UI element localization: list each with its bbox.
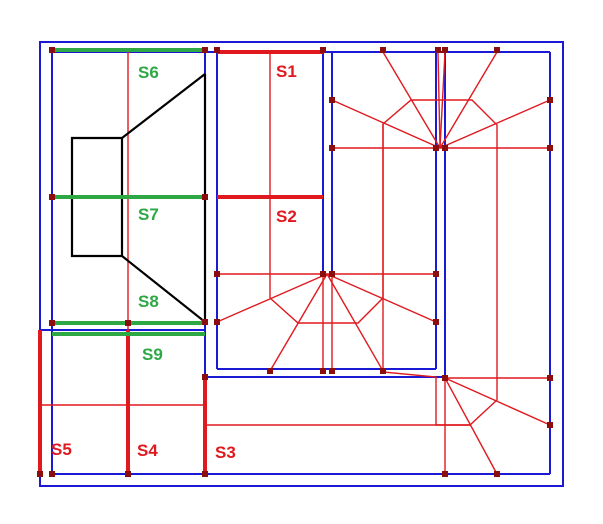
label-s6: S6 xyxy=(138,63,159,82)
node xyxy=(320,368,326,374)
member-labels: S1 S2 S3 S4 S5 S6 S7 S8 S9 xyxy=(51,62,297,462)
node xyxy=(433,319,439,325)
node xyxy=(442,375,448,381)
label-s2: S2 xyxy=(276,207,297,226)
node xyxy=(202,47,208,53)
node xyxy=(125,320,131,326)
node xyxy=(442,47,448,53)
node xyxy=(547,375,553,381)
node xyxy=(329,368,335,374)
radial-a6 xyxy=(331,99,441,149)
radial-c1 xyxy=(444,377,498,475)
node xyxy=(494,471,500,477)
label-s5: S5 xyxy=(51,440,72,459)
label-s8: S8 xyxy=(138,292,159,311)
frame-lines xyxy=(39,41,564,487)
node xyxy=(267,368,273,374)
node xyxy=(433,271,439,277)
radial-b2 xyxy=(269,273,328,372)
red-highlights xyxy=(38,50,323,474)
red-members xyxy=(40,51,551,475)
label-s4: S4 xyxy=(137,441,158,460)
outer-boundary xyxy=(39,41,564,487)
radial-a3 xyxy=(439,51,446,149)
octagon-lower-curve xyxy=(269,124,384,324)
node xyxy=(49,320,55,326)
node xyxy=(125,471,131,477)
node xyxy=(320,47,326,53)
radial-a4 xyxy=(439,51,498,149)
green-highlights xyxy=(52,48,205,336)
node xyxy=(442,145,448,151)
node xyxy=(214,47,220,53)
node xyxy=(49,194,55,200)
node xyxy=(329,97,335,103)
node xyxy=(49,47,55,53)
node xyxy=(49,471,55,477)
node xyxy=(494,47,500,53)
node xyxy=(202,471,208,477)
radial-a2 xyxy=(437,51,441,149)
label-s1: S1 xyxy=(276,62,297,81)
node xyxy=(442,471,448,477)
node xyxy=(320,271,326,277)
label-s9: S9 xyxy=(142,345,163,364)
node xyxy=(214,271,220,277)
node xyxy=(547,145,553,151)
radial-a5 xyxy=(439,99,551,149)
node xyxy=(329,271,335,277)
node xyxy=(329,145,335,151)
node xyxy=(214,319,220,325)
node xyxy=(202,374,208,380)
label-s7: S7 xyxy=(138,205,159,224)
radial-b4 xyxy=(326,273,437,323)
radial-a1 xyxy=(382,51,441,149)
node xyxy=(202,319,208,325)
node xyxy=(37,471,43,477)
node xyxy=(547,422,553,428)
radial-b1 xyxy=(216,273,328,323)
radial-b3 xyxy=(326,273,384,372)
node-markers xyxy=(37,47,553,477)
node xyxy=(433,145,439,151)
node xyxy=(380,47,386,53)
node xyxy=(380,368,386,374)
radial-c2 xyxy=(444,377,551,426)
node xyxy=(435,47,441,53)
node xyxy=(202,194,208,200)
label-s3: S3 xyxy=(215,443,236,462)
node xyxy=(547,97,553,103)
